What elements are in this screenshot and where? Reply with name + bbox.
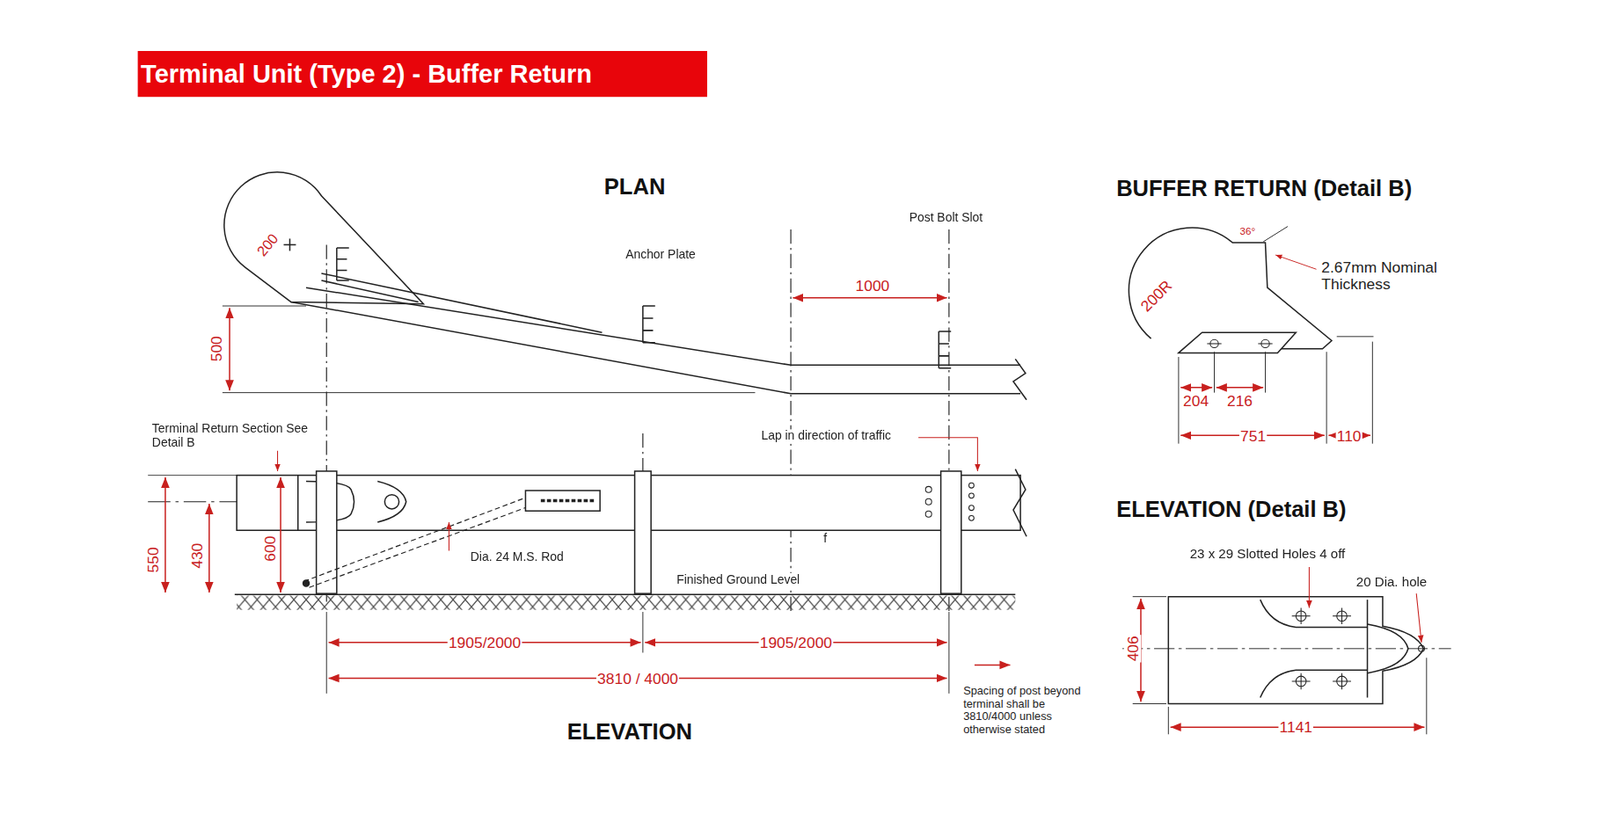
dimension-label: 1000 [854,277,891,295]
dimension-label: 1905/2000 [447,634,523,652]
view-heading: ELEVATION [565,719,694,746]
detail-b-views [1122,226,1452,736]
note-label: Lap in direction of traffic [759,429,892,444]
dimension-label: 204 [1182,392,1210,410]
note-label: Post Bolt Slot [907,211,984,226]
view-heading: ELEVATION (Detail B) [1115,496,1348,523]
view-heading: BUFFER RETURN (Detail B) [1115,175,1413,202]
dimension-label: 36° [1238,225,1257,237]
note-label: 20 Dia. hole [1355,575,1429,591]
note-label: Terminal Return Section See Detail B [151,422,317,451]
dimension-label: 200 [252,229,282,261]
view-heading: PLAN [603,174,667,200]
dimension-label: 216 [1226,392,1254,410]
note-label: Dia. 24 M.S. Rod [469,550,565,565]
dimension-label: 3810 / 4000 [596,669,680,687]
page-title: Terminal Unit (Type 2) - Buffer Return [138,51,708,97]
dimension-label: 751 [1239,426,1267,445]
elevation-view [147,438,1027,695]
dimension-label: 110 [1336,426,1363,445]
note-label: Finished Ground Level [675,573,801,588]
note-label: 23 x 29 Slotted Holes 4 off [1189,547,1347,563]
dimension-label: 1905/2000 [759,634,834,652]
dimension-label: 550 [144,546,162,574]
dimension-label: 600 [260,534,278,563]
dimension-label: 406 [1124,635,1142,663]
note-label: Anchor Plate [624,248,697,263]
note-label: Spacing of post beyond terminal shall be… [962,684,1097,737]
plan-view [222,172,1027,613]
note-label: f [822,533,828,548]
dimension-label: 1141 [1278,718,1314,737]
dimension-label: 500 [207,335,226,363]
dimension-label: 200R [1136,276,1177,316]
dimension-label: 430 [188,542,206,570]
note-label: 2.67mm Nominal Thickness [1320,258,1506,294]
